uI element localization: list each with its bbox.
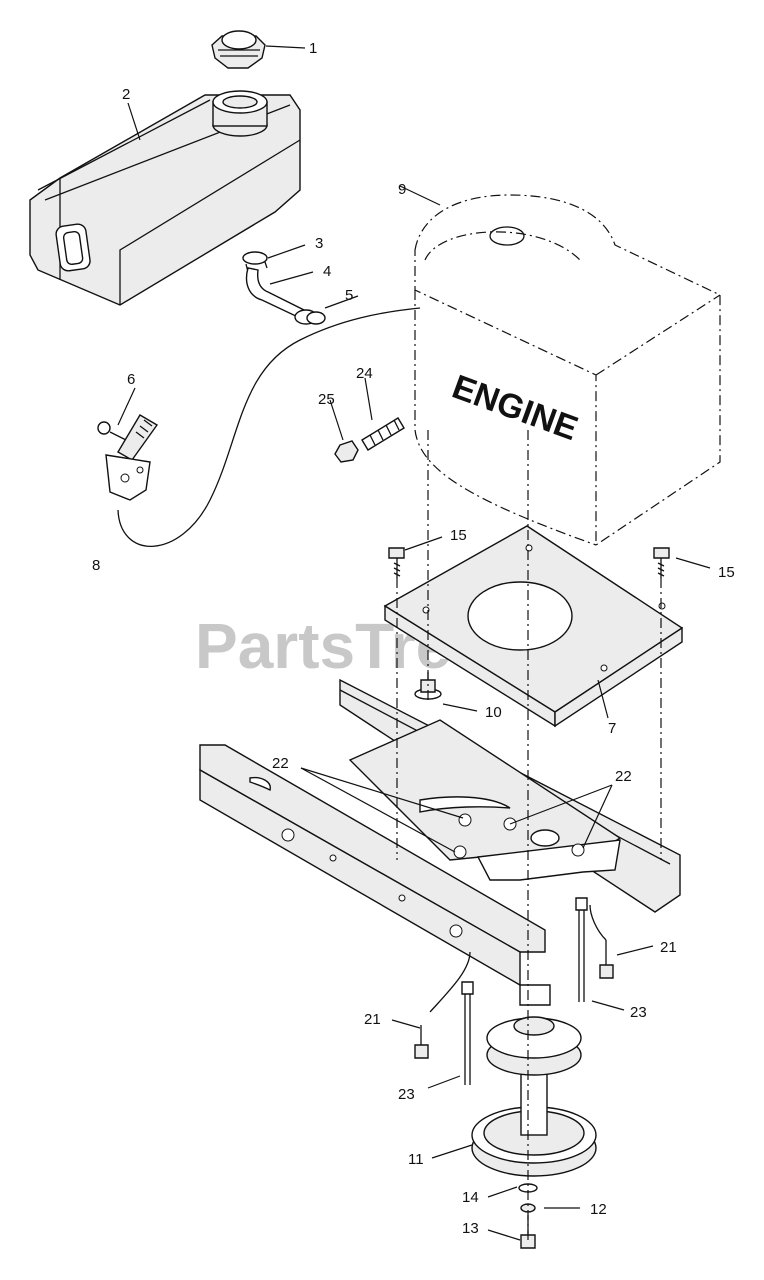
callout-8: 8 — [92, 557, 100, 574]
bracket-bolt-left-part[interactable] — [414, 951, 471, 1059]
engine-stud-part[interactable] — [361, 417, 405, 451]
fuel-tank-part[interactable] — [29, 90, 301, 306]
hose-clamp-lower-part[interactable] — [294, 309, 326, 325]
callout-24: 24 — [356, 365, 373, 382]
throttle-cable — [117, 307, 421, 547]
engine-label: ENGINE — [447, 368, 582, 448]
callout-25: 25 — [318, 391, 335, 408]
callout-7: 7 — [608, 720, 616, 737]
extension-spring-left-part[interactable] — [461, 981, 474, 1085]
callout-22-left: 22 — [272, 755, 289, 772]
hex-nut-part[interactable] — [334, 440, 359, 463]
fuel-hose-part[interactable] — [245, 267, 305, 319]
callout-4: 4 — [323, 263, 331, 280]
callout-3: 3 — [315, 235, 323, 252]
engine-bolt-left-part[interactable] — [388, 547, 405, 578]
callout-15-left: 15 — [450, 527, 467, 544]
callout-9: 9 — [398, 181, 406, 198]
engine-pulley-part[interactable] — [471, 1016, 597, 1177]
tractor-frame — [199, 678, 681, 1006]
callout-10: 10 — [485, 704, 502, 721]
callout-22-right: 22 — [615, 768, 632, 785]
callout-2: 2 — [122, 86, 130, 103]
callout-23-left: 23 — [398, 1086, 415, 1103]
callout-21-right: 21 — [660, 939, 677, 956]
callout-13: 13 — [462, 1220, 479, 1237]
callout-11: 11 — [408, 1151, 424, 1168]
engine-outline — [414, 194, 721, 547]
leader-lines — [117, 45, 711, 1241]
fuel-cap-part[interactable] — [211, 30, 266, 69]
callout-12: 12 — [590, 1201, 607, 1218]
callout-1: 1 — [309, 40, 317, 57]
extension-spring-right-part[interactable] — [575, 897, 588, 1002]
engine-bolt-right-part[interactable] — [653, 547, 670, 578]
callout-23-right: 23 — [630, 1004, 647, 1021]
callout-5: 5 — [345, 287, 353, 304]
callout-21-left: 21 — [364, 1011, 381, 1028]
callout-15-right: 15 — [718, 564, 735, 581]
callout-14: 14 — [462, 1189, 479, 1206]
bracket-bolt-right-part[interactable] — [589, 904, 614, 979]
alignment-line-left — [396, 430, 429, 860]
callout-6: 6 — [127, 371, 135, 388]
throttle-control-part[interactable] — [97, 414, 159, 501]
